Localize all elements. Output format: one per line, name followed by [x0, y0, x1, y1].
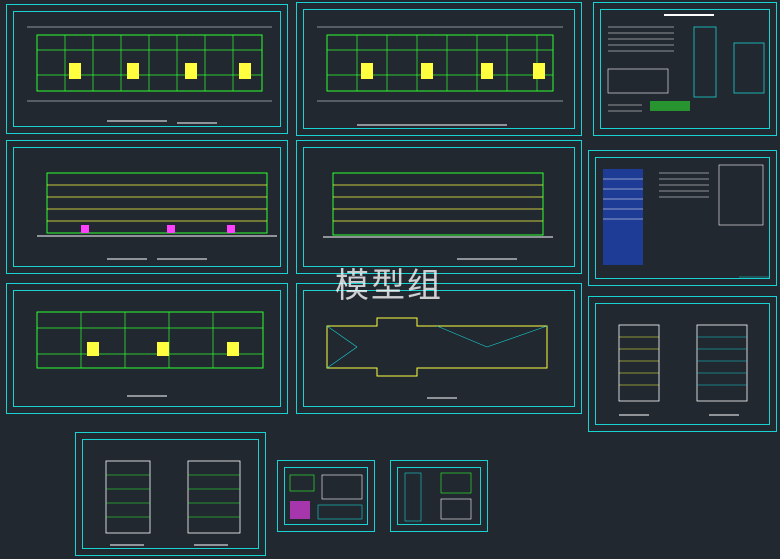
sheet-design-notes[interactable]: [593, 2, 777, 136]
notes-drawing: [607, 14, 765, 112]
sheet-floor-plan-1[interactable]: [6, 4, 288, 134]
sheet-side-elevations[interactable]: [588, 296, 777, 432]
detail-drawing: [404, 472, 472, 522]
detail-drawing: [289, 474, 363, 520]
roof-plan-drawing: [326, 317, 548, 399]
elevation-drawing: [323, 172, 553, 260]
sheet-elevation-2[interactable]: [296, 140, 582, 274]
watermark: 模型组: [335, 266, 443, 306]
sheet-sections[interactable]: [75, 432, 266, 556]
floor-plan-drawing: [27, 26, 272, 124]
side-elevations-drawing: [618, 324, 748, 416]
sheet-inner-frame: [600, 9, 770, 129]
sheet-inner-frame: [595, 303, 770, 425]
sheet-inner-frame: [303, 9, 575, 129]
sheet-drawing-index[interactable]: [588, 150, 777, 286]
index-drawing: [603, 164, 769, 278]
sheet-detail-2[interactable]: [390, 460, 488, 532]
sections-drawing: [105, 460, 241, 546]
floor-plan-drawing: [36, 311, 264, 397]
sheet-inner-frame: [13, 147, 281, 267]
sheet-elevation-1[interactable]: [6, 140, 288, 274]
sheet-inner-frame: [13, 290, 281, 407]
floor-plan-drawing: [317, 26, 563, 126]
sheet-inner-frame: [284, 467, 368, 525]
sheet-inner-frame: [303, 290, 575, 407]
sheet-inner-frame: [595, 157, 770, 279]
sheet-roof-plan[interactable]: [296, 283, 582, 414]
sheet-floor-plan-2[interactable]: [296, 2, 582, 136]
elevation-drawing: [37, 172, 277, 260]
sheet-inner-frame: [13, 11, 281, 127]
sheet-inner-frame: [82, 439, 259, 549]
sheet-inner-frame: [303, 147, 575, 267]
sheet-detail-1[interactable]: [277, 460, 375, 532]
sheet-inner-frame: [397, 467, 481, 525]
sheet-floor-plan-3[interactable]: [6, 283, 288, 414]
